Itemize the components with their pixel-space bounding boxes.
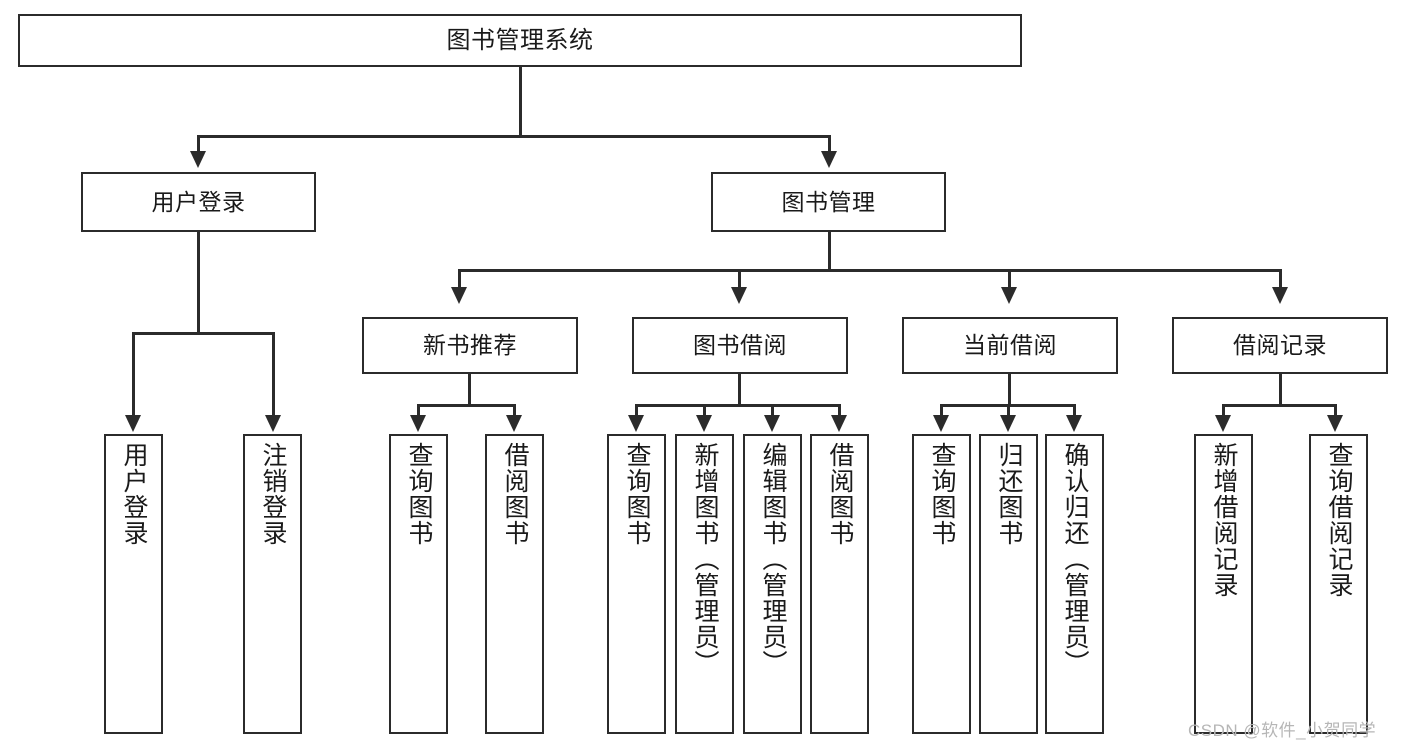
node-label: 当前借阅: [963, 332, 1057, 359]
connector-book-borrow-leaf4: [838, 404, 841, 418]
leaf-query-book-recommend[interactable]: 查询图书: [389, 434, 448, 734]
node-label: 图书管理: [781, 188, 876, 215]
arrow-new-book-leaf1: [410, 415, 426, 432]
connector-to-current-borrow: [1008, 269, 1011, 289]
connector-root-stem: [519, 67, 522, 137]
connector-book-borrow-stem: [738, 374, 741, 406]
node-current-borrow[interactable]: 当前借阅: [902, 317, 1118, 374]
arrow-to-book-borrow: [731, 287, 747, 304]
connector-new-book-bus: [417, 404, 516, 407]
arrow-book-borrow-leaf4: [831, 415, 847, 432]
node-new-book-recommend[interactable]: 新书推荐: [362, 317, 578, 374]
node-label: 查询借阅记录: [1325, 442, 1353, 598]
arrow-current-borrow-leaf3: [1066, 415, 1082, 432]
connector-to-borrow-record: [1279, 269, 1282, 289]
leaf-return-book[interactable]: 归还图书: [979, 434, 1038, 734]
node-label: 借阅记录: [1233, 332, 1327, 359]
connector-new-book-leaf1: [417, 404, 420, 418]
connector-new-book-stem: [468, 374, 471, 406]
node-label: 图书管理系统: [446, 26, 594, 54]
leaf-logout-login[interactable]: 注销登录: [243, 434, 302, 734]
connector-current-borrow-leaf3: [1073, 404, 1076, 418]
arrow-new-book-leaf2: [506, 415, 522, 432]
node-label: 查询图书: [928, 442, 956, 546]
connector-book-borrow-leaf1: [635, 404, 638, 418]
connector-user-login-bus: [132, 332, 275, 335]
connector-book-management-stem: [828, 232, 831, 272]
connector-user-login-leaf2: [272, 332, 275, 417]
arrow-to-current-borrow: [1001, 287, 1017, 304]
node-label: 确认归还（管理员）: [1061, 442, 1089, 676]
node-label: 新增借阅记录: [1210, 442, 1238, 598]
connector-borrow-record-leaf2: [1334, 404, 1337, 418]
connector-user-login-stem: [197, 232, 200, 335]
node-label: 查询图书: [405, 442, 433, 546]
leaf-confirm-return-admin[interactable]: 确认归还（管理员）: [1045, 434, 1104, 734]
connector-book-borrow-bus: [635, 404, 839, 407]
node-label: 新书推荐: [423, 332, 517, 359]
node-label: 注销登录: [259, 442, 287, 546]
csdn-watermark: CSDN @软件_小贺同学: [1188, 721, 1377, 740]
connector-to-book-management: [828, 135, 831, 153]
node-label: 用户登录: [120, 442, 148, 546]
arrow-to-new-book: [451, 287, 467, 304]
node-label: 借阅图书: [826, 442, 854, 546]
leaf-user-login[interactable]: 用户登录: [104, 434, 163, 734]
connector-level3-bus: [458, 269, 1282, 272]
leaf-add-borrow-record[interactable]: 新增借阅记录: [1194, 434, 1253, 734]
leaf-query-book-borrow[interactable]: 查询图书: [607, 434, 666, 734]
leaf-borrow-book-recommend[interactable]: 借阅图书: [485, 434, 544, 734]
connector-borrow-record-bus: [1222, 404, 1337, 407]
node-label: 查询图书: [623, 442, 651, 546]
connector-borrow-record-leaf1: [1222, 404, 1225, 418]
leaf-edit-book-admin[interactable]: 编辑图书（管理员）: [743, 434, 802, 734]
arrow-to-book-management: [821, 151, 837, 168]
connector-level2-bus: [197, 135, 831, 138]
arrow-borrow-record-leaf1: [1215, 415, 1231, 432]
connector-to-book-borrow: [738, 269, 741, 289]
node-book-borrow[interactable]: 图书借阅: [632, 317, 848, 374]
connector-user-login-leaf1: [132, 332, 135, 417]
connector-current-borrow-leaf2: [1007, 404, 1010, 418]
connector-borrow-record-stem: [1279, 374, 1282, 406]
arrow-user-login-leaf2: [265, 415, 281, 432]
arrow-to-user-login: [190, 151, 206, 168]
node-user-login[interactable]: 用户登录: [81, 172, 316, 232]
node-label: 编辑图书（管理员）: [759, 442, 787, 676]
leaf-query-borrow-record[interactable]: 查询借阅记录: [1309, 434, 1368, 734]
node-label: 归还图书: [995, 442, 1023, 546]
arrow-book-borrow-leaf3: [764, 415, 780, 432]
leaf-query-book-current[interactable]: 查询图书: [912, 434, 971, 734]
arrow-current-borrow-leaf2: [1000, 415, 1016, 432]
connector-current-borrow-stem: [1008, 374, 1011, 406]
connector-current-borrow-leaf1: [940, 404, 943, 418]
node-label: 用户登录: [151, 188, 246, 215]
connector-book-borrow-leaf2: [703, 404, 706, 418]
node-borrow-record[interactable]: 借阅记录: [1172, 317, 1388, 374]
connector-to-new-book: [458, 269, 461, 289]
node-label: 新增图书（管理员）: [691, 442, 719, 676]
leaf-add-book-admin[interactable]: 新增图书（管理员）: [675, 434, 734, 734]
leaf-borrow-book[interactable]: 借阅图书: [810, 434, 869, 734]
arrow-book-borrow-leaf2: [696, 415, 712, 432]
arrow-to-borrow-record: [1272, 287, 1288, 304]
node-root-book-management-system[interactable]: 图书管理系统: [18, 14, 1022, 67]
arrow-user-login-leaf1: [125, 415, 141, 432]
connector-to-user-login: [197, 135, 200, 153]
node-label: 图书借阅: [693, 332, 787, 359]
arrow-book-borrow-leaf1: [628, 415, 644, 432]
connector-book-borrow-leaf3: [771, 404, 774, 418]
connector-new-book-leaf2: [513, 404, 516, 418]
arrow-borrow-record-leaf2: [1327, 415, 1343, 432]
arrow-current-borrow-leaf1: [933, 415, 949, 432]
node-label: 借阅图书: [501, 442, 529, 546]
node-book-management[interactable]: 图书管理: [711, 172, 946, 232]
